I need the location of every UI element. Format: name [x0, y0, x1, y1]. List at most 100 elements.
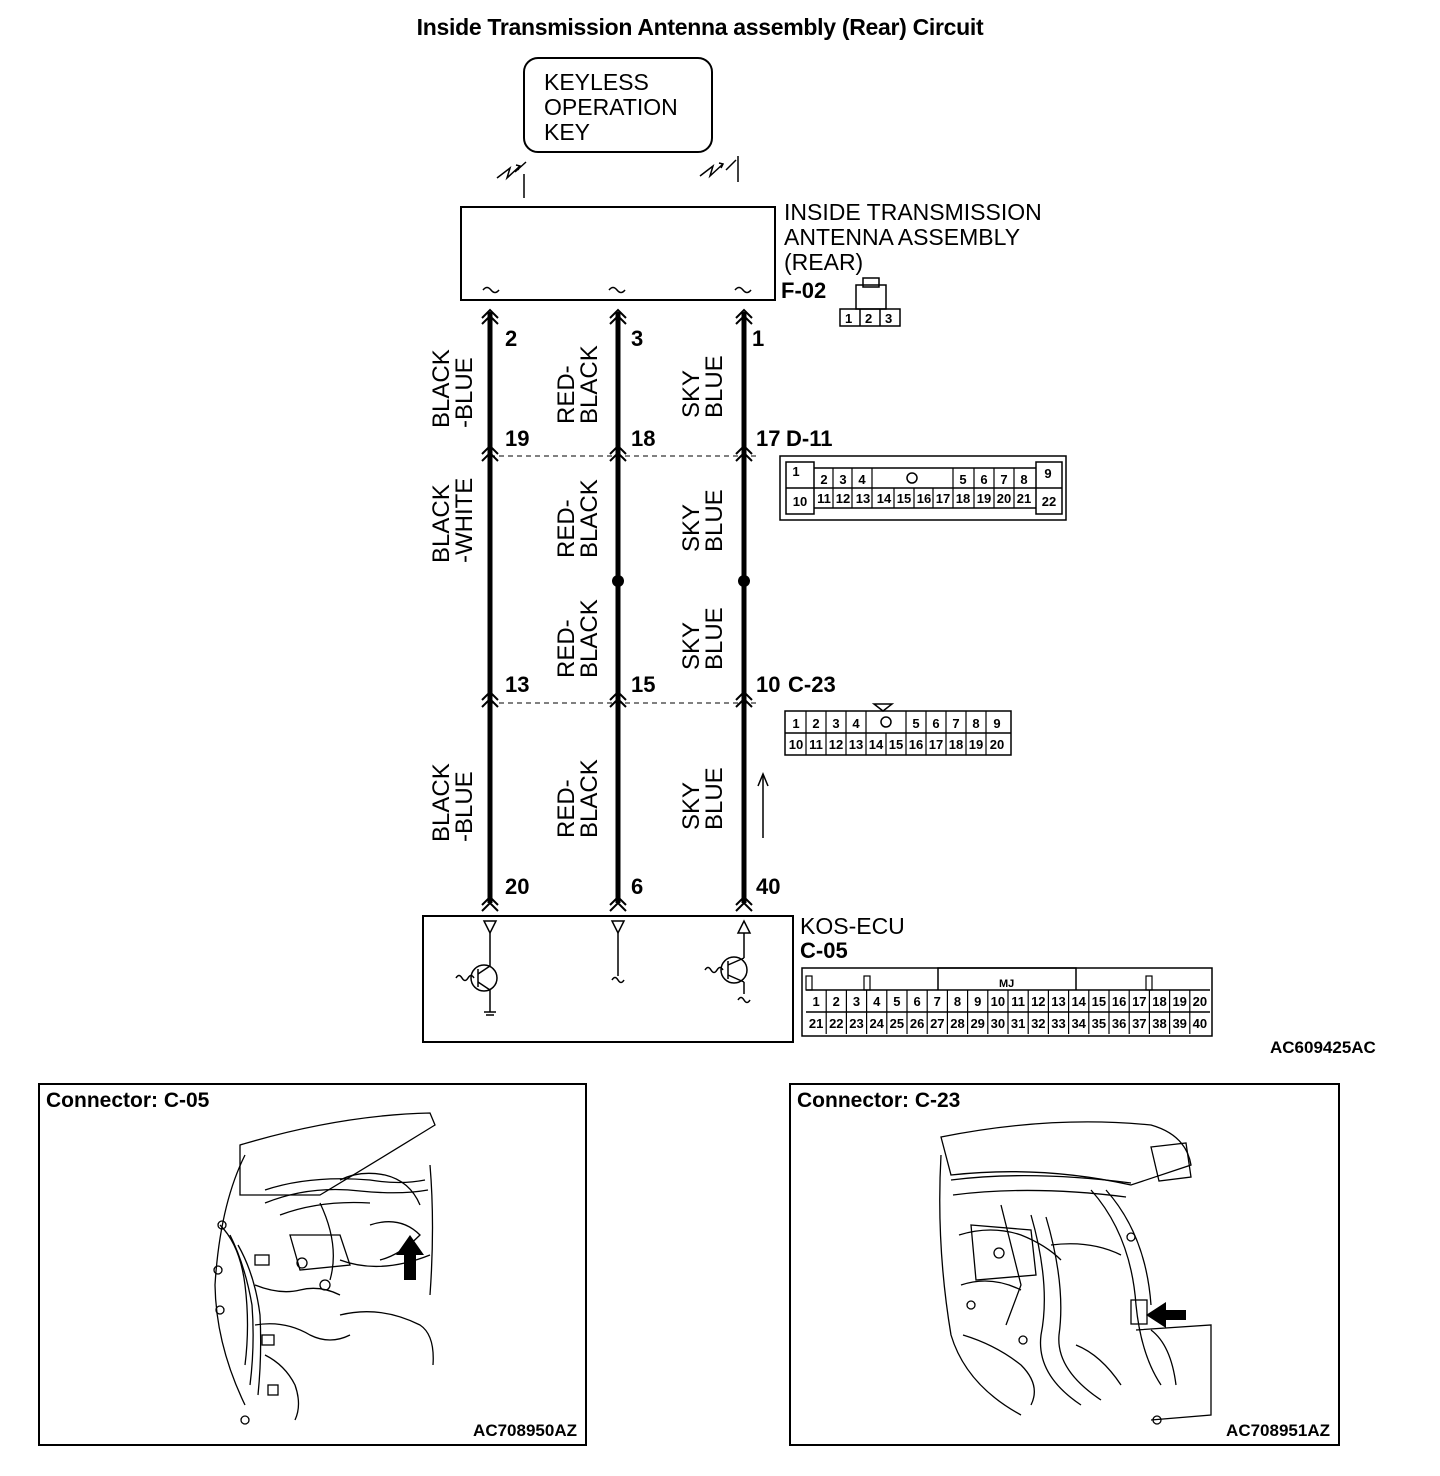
d11-pin-10: 10: [793, 494, 807, 509]
c05-key-nub: [1145, 975, 1153, 991]
c05-pin-32: 32: [1031, 1016, 1045, 1031]
wire-color-mid-2a: RED-: [553, 499, 580, 558]
c05-pin-3: 3: [853, 994, 860, 1009]
panel-title-c05: Connector: C-05: [46, 1089, 210, 1112]
c23-pin-20: 20: [990, 737, 1004, 752]
pin-c23-right: 10: [756, 672, 780, 697]
d11-pin-15: 15: [897, 491, 911, 506]
c05-pin-37: 37: [1132, 1016, 1146, 1031]
d11-pin-16: 16: [917, 491, 931, 506]
c05-pin-27: 27: [930, 1016, 944, 1031]
wire-color-mid-4a: RED-: [553, 779, 580, 838]
wire-color-left-3a: BLACK: [428, 763, 455, 842]
c05-pin-31: 31: [1011, 1016, 1025, 1031]
transistor-icon-right: [720, 956, 748, 984]
wire-color-left-3b: -BLUE: [451, 771, 478, 842]
c05-pin-20: 20: [1193, 994, 1207, 1009]
c23-pin-19: 19: [969, 737, 983, 752]
d11-pin-4: 4: [858, 472, 866, 487]
d11-connector-id: D-11: [786, 426, 832, 451]
d11-pin-5: 5: [959, 472, 966, 487]
c05-pin-38: 38: [1152, 1016, 1166, 1031]
key-line-3: KEY: [544, 119, 590, 145]
d11-pin-21: 21: [1017, 491, 1031, 506]
c05-pin-23: 23: [849, 1016, 863, 1031]
c23-connector-face: [784, 703, 1012, 756]
c05-pin-6: 6: [913, 994, 920, 1009]
c05-pin-17: 17: [1132, 994, 1146, 1009]
c23-pin-4: 4: [852, 716, 860, 731]
c05-pin-13: 13: [1051, 994, 1065, 1009]
pin-f02-middle: 3: [631, 326, 643, 351]
panel-title-c23: Connector: C-23: [797, 1089, 961, 1112]
c05-pin-24: 24: [869, 1016, 884, 1031]
c05-pin-25: 25: [890, 1016, 904, 1031]
splice-right: [738, 575, 750, 587]
c05-pin-2: 2: [833, 994, 840, 1009]
c23-pin-18: 18: [949, 737, 963, 752]
c05-pin-9: 9: [974, 994, 981, 1009]
pin-c23-left: 13: [505, 672, 529, 697]
panel-code-c23: AC708951AZ: [1226, 1421, 1330, 1440]
c05-pin-1: 1: [812, 994, 819, 1009]
d11-pin-19: 19: [977, 491, 991, 506]
c23-pin-11: 11: [809, 737, 823, 752]
c23-pin-12: 12: [829, 737, 843, 752]
c05-pin-7: 7: [934, 994, 941, 1009]
c23-pin-9: 9: [993, 716, 1000, 731]
f02-pin-3: 3: [885, 311, 892, 326]
c05-pin-30: 30: [991, 1016, 1005, 1031]
radio-wave-icon-left: [496, 161, 527, 198]
c05-pin-22: 22: [829, 1016, 843, 1031]
c23-pin-14: 14: [869, 737, 884, 752]
c05-key-nub: [805, 975, 813, 991]
pin-d11-middle: 18: [631, 426, 655, 451]
wire-color-mid-3a: RED-: [553, 619, 580, 678]
wire-color-mid-1a: RED-: [553, 365, 580, 424]
wire-color-left-2b: -WHITE: [451, 478, 478, 563]
c23-pin-16: 16: [909, 737, 923, 752]
f02-connector-id: F-02: [781, 278, 826, 303]
d11-pin-18: 18: [956, 491, 970, 506]
wire-color-left-1b: -BLUE: [451, 357, 478, 428]
c23-pin-13: 13: [849, 737, 863, 752]
c05-pin-34: 34: [1071, 1016, 1086, 1031]
splice-middle: [612, 575, 624, 587]
wire-color-mid-4b: BLACK: [576, 759, 603, 838]
signal-direction-arrow: [757, 772, 769, 838]
pin-c23-middle: 15: [631, 672, 655, 697]
c23-pin-15: 15: [889, 737, 903, 752]
c05-location-illustration: [213, 1112, 436, 1425]
c05-pin-21: 21: [809, 1016, 823, 1031]
d11-pin-8: 8: [1020, 472, 1027, 487]
c05-pin-10: 10: [991, 994, 1005, 1009]
d11-pin-22: 22: [1042, 494, 1056, 509]
c05-pin-8: 8: [954, 994, 961, 1009]
antenna-line-3: (REAR): [784, 249, 863, 275]
c05-pin-35: 35: [1092, 1016, 1106, 1031]
c23-pin-2: 2: [812, 716, 819, 731]
wire-color-right-1b: BLUE: [701, 355, 728, 418]
antenna-line-2: ANTENNA ASSEMBLY: [784, 224, 1020, 250]
pin-d11-left: 19: [505, 426, 529, 451]
c23-pin-1: 1: [792, 716, 799, 731]
antenna-line-1: INSIDE TRANSMISSION: [784, 199, 1042, 225]
pin-f02-left: 2: [505, 326, 517, 351]
c05-pin-19: 19: [1172, 994, 1186, 1009]
wire-color-mid-2b: BLACK: [576, 479, 603, 558]
d11-connector-face: [779, 455, 1067, 521]
ecu-box: [422, 915, 794, 1043]
c05-pin-14: 14: [1071, 994, 1086, 1009]
d11-pin-17: 17: [936, 491, 950, 506]
key-line-2: OPERATION: [544, 94, 678, 120]
c05-pin-28: 28: [950, 1016, 964, 1031]
c05-pin-29: 29: [970, 1016, 984, 1031]
d11-pin-6: 6: [980, 472, 987, 487]
pin-c05-middle: 6: [631, 874, 643, 899]
d11-pin-12: 12: [836, 491, 850, 506]
c23-pin-8: 8: [972, 716, 979, 731]
c05-pin-39: 39: [1172, 1016, 1186, 1031]
pin-d11-right: 17: [756, 426, 780, 451]
c05-pin-16: 16: [1112, 994, 1126, 1009]
c23-connector-id: C-23: [788, 672, 836, 697]
